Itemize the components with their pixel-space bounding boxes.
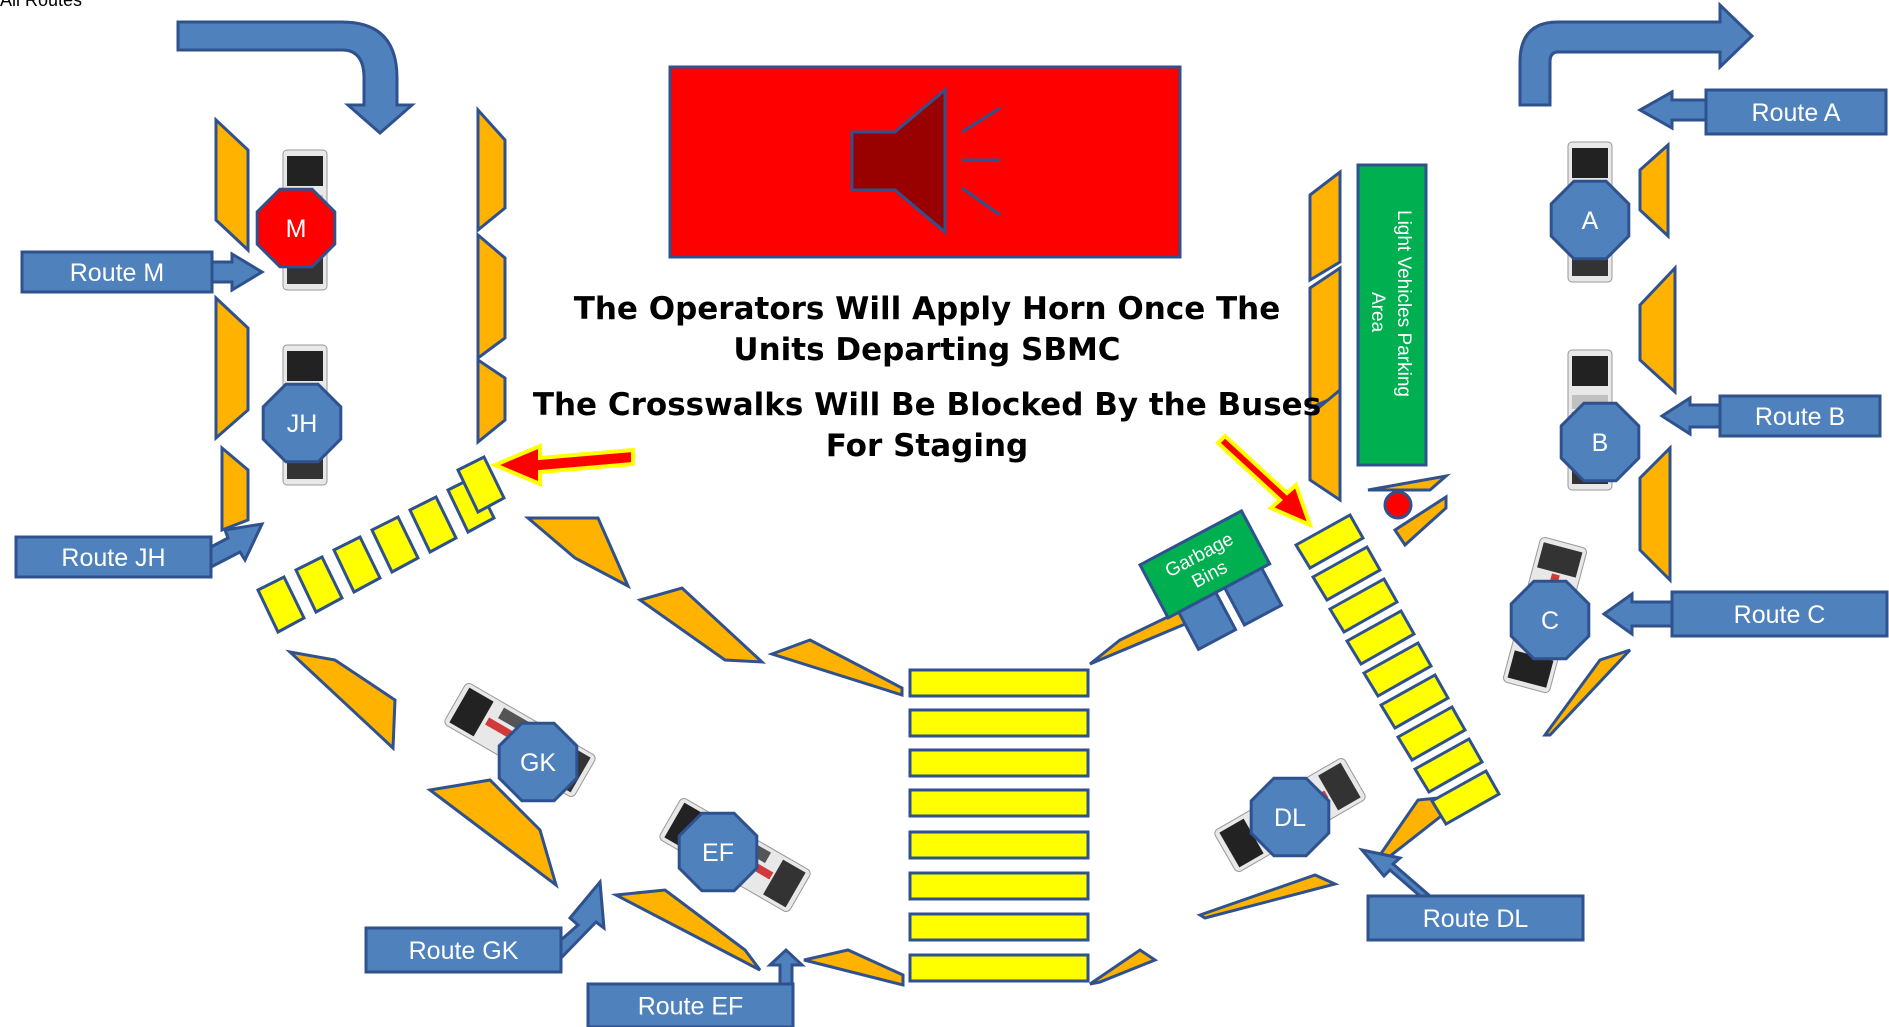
stop-marker-dl: DL [1249, 776, 1331, 858]
route-pointer-a [1636, 89, 1708, 131]
route-label-ef: Route EF [586, 947, 806, 1027]
route-text-ef: Route EF [638, 993, 744, 1021]
outer-curve-barriers [285, 648, 1632, 987]
left-bay-barriers [214, 106, 507, 533]
route-pointer-m [208, 251, 265, 293]
route-pointer-gk [559, 878, 606, 962]
crosswalk-center [908, 668, 1090, 983]
stop-marker-a: A [1549, 179, 1631, 261]
warning-arrow-right [1215, 433, 1314, 529]
stop-marker-ef: EF [677, 811, 759, 893]
route-pointer-ef [766, 947, 806, 986]
route-label-b: Route B [1659, 394, 1882, 438]
parking-label-line2: Area [1367, 292, 1388, 333]
crosswalk-note-line2: For Staging [825, 428, 1029, 464]
route-text-a: Route A [1752, 99, 1841, 127]
route-pointer-jh [209, 522, 265, 570]
stop-marker-m: M [255, 187, 337, 269]
crosswalk-left [256, 454, 506, 635]
light-vehicles-parking-area [1356, 163, 1428, 467]
entry-curved-arrow [176, 20, 416, 135]
route-text-c: Route C [1734, 601, 1826, 629]
stop-text-a: A [1582, 207, 1599, 235]
stop-text-ef: EF [702, 839, 734, 867]
route-text-b: Route B [1755, 403, 1845, 431]
stop-marker-gk: GK [497, 721, 579, 803]
speaker-horn-icon [850, 86, 1001, 236]
route-pointer-c [1601, 591, 1674, 637]
crosswalk-right [1293, 512, 1502, 827]
stop-marker-jh: JH [261, 382, 343, 464]
stop-text-c: C [1541, 607, 1559, 635]
stop-marker-b: B [1559, 401, 1641, 483]
stop-text-jh: JH [287, 410, 318, 438]
corner-label: All Routes [0, 0, 83, 10]
right-bay-barriers [1308, 141, 1677, 584]
stop-text-dl: DL [1274, 804, 1306, 832]
crosswalk-note-line1: The Crosswalks Will Be Blocked By the Bu… [532, 387, 1322, 423]
route-pointer-dl [1358, 847, 1435, 898]
route-text-jh: Route JH [61, 544, 165, 572]
stop-text-gk: GK [520, 749, 556, 777]
route-label-dl: Route DL [1358, 847, 1585, 942]
route-label-a: Route A [1636, 88, 1888, 136]
route-pointer-b [1659, 395, 1722, 437]
warning-arrow-left [489, 442, 635, 488]
route-text-dl: Route DL [1423, 905, 1529, 933]
route-label-jh: Route JH [14, 522, 265, 579]
stop-marker-c: C [1509, 579, 1591, 661]
route-label-m: Route M [20, 250, 265, 294]
inner-curve-barriers [523, 516, 1193, 698]
route-text-gk: Route GK [409, 937, 519, 965]
parking-marker [1383, 490, 1413, 520]
route-text-m: Route M [70, 259, 164, 287]
route-label-gk: Route GK [364, 878, 606, 974]
horn-note-line2: Units Departing SBMC [733, 332, 1121, 368]
horn-note-line1: The Operators Will Apply Horn Once The [573, 291, 1281, 327]
parking-label-line1: Light Vehicles Parking [1393, 210, 1414, 397]
stop-text-b: B [1592, 429, 1609, 457]
route-label-c: Route C [1601, 590, 1889, 638]
stop-text-m: M [286, 215, 307, 243]
exit-curved-arrow [1518, 1, 1755, 107]
